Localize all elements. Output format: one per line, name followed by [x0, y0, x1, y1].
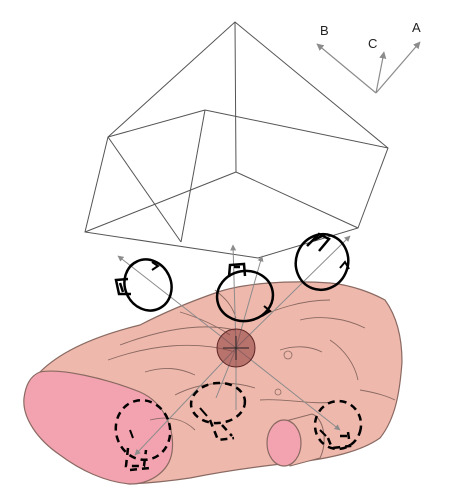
loop-right	[294, 232, 350, 292]
axis-c-label: C	[368, 36, 377, 51]
axis-c-arrow	[375, 51, 387, 94]
dashed-loops	[114, 381, 363, 472]
projection-arrow-left-down	[134, 347, 237, 456]
small-cylinder	[266, 413, 325, 467]
tissue-block	[23, 281, 403, 485]
projection-arrow-left	[117, 255, 237, 349]
loop-left	[114, 258, 173, 312]
surface-bump	[274, 388, 282, 396]
axis-b-arrow	[316, 43, 377, 94]
dashed-loop-left	[114, 398, 172, 472]
loop-center	[215, 262, 275, 323]
axis-a-arrow	[375, 41, 421, 94]
axis-a-label: A	[412, 20, 421, 35]
projection-arrow-right	[235, 235, 351, 349]
axes-indicator	[316, 41, 421, 94]
dashed-loop-right	[313, 399, 363, 451]
dashed-loop-center	[189, 381, 247, 442]
surface-bump	[283, 350, 293, 360]
projection-arrow-right-down	[235, 347, 341, 431]
axis-b-label: B	[320, 23, 329, 38]
solid-loops	[114, 232, 350, 323]
wireframe-cube	[84, 21, 389, 259]
left-cut-face	[23, 370, 174, 485]
